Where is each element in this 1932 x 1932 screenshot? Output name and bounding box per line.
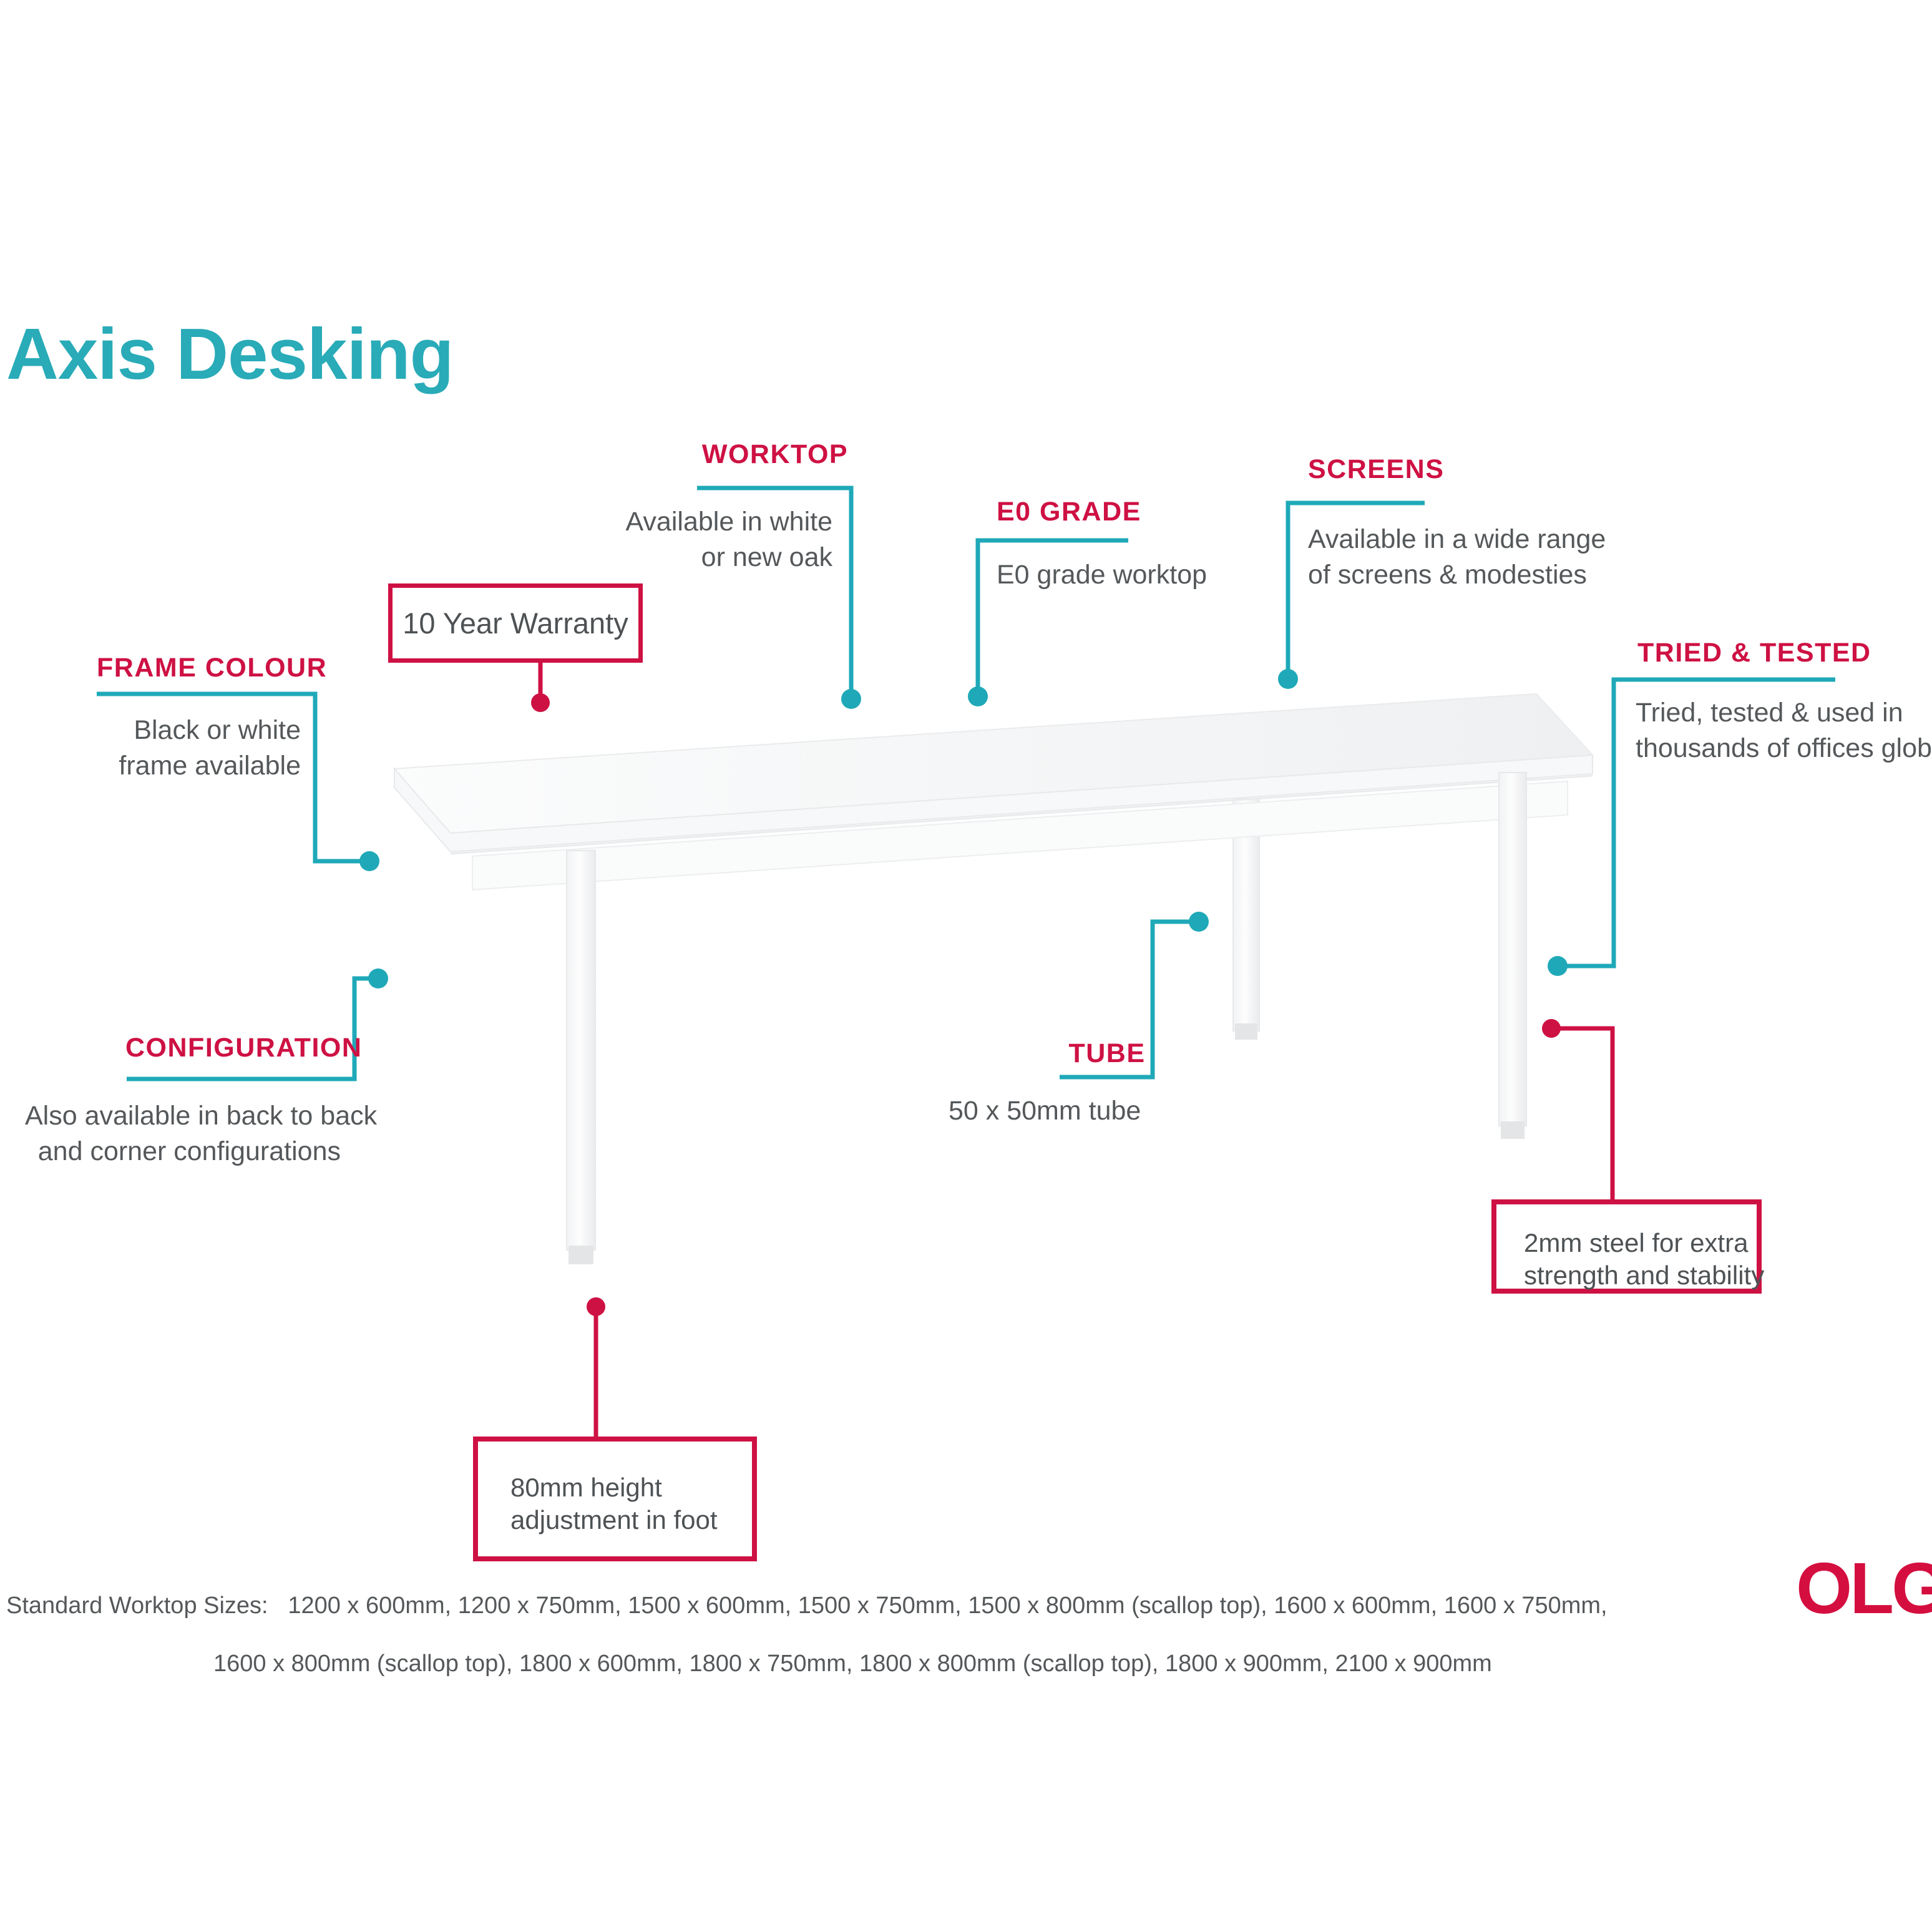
configuration-text-line2: and corner configurations (37, 1136, 341, 1166)
steel-box-line1: 2mm steel for extra (1524, 1228, 1749, 1257)
screens-connector-dot (1278, 669, 1298, 689)
worktop-sizes-line1: Standard Worktop Sizes: 1200 x 600mm, 12… (6, 1593, 1608, 1619)
steel-box-line2: strength and stability (1524, 1261, 1765, 1290)
e0-grade-callout-text: E0 grade worktop (997, 560, 1208, 590)
worktop-connector-dot (841, 689, 861, 709)
screens-text-line2: of screens & modesties (1308, 560, 1587, 590)
warranty-box: 10 Year Warranty (388, 583, 643, 663)
foot-box-line2: adjustment in foot (510, 1505, 718, 1534)
screens-callout-title: SCREENS (1308, 454, 1445, 484)
desk-leg-front-left (566, 850, 596, 1264)
tube-connector-dot (1189, 912, 1209, 932)
worktop-callout-text: Available in white or new oak (624, 504, 832, 575)
foot-connector-dot (587, 1297, 605, 1316)
frame-colour-callout-text: Black or white frame available (112, 713, 301, 784)
e0-grade-connector-dot (968, 686, 988, 706)
tried-tested-text-line2: thousands of offices globally (1636, 733, 1932, 763)
worktop-text-line2: or new oak (701, 542, 832, 572)
desk-worktop (393, 693, 1594, 853)
worktop-text-line1: Available in white (625, 507, 832, 537)
frame-colour-connector-dot (359, 851, 379, 871)
desk-apron (450, 774, 1593, 891)
tried-tested-callout-text: Tried, tested & used in thousands of off… (1636, 695, 1932, 766)
worktop-callout-title: WORKTOP (701, 439, 849, 469)
frame-colour-text-line1: Black or white (134, 715, 301, 745)
desk-leg-back-left (1232, 798, 1260, 1040)
foot-box-line1: 80mm height (510, 1473, 662, 1502)
steel-connector-line (1555, 1026, 1615, 1202)
configuration-callout-text: Also available in back to back and corne… (25, 1098, 378, 1169)
tried-tested-callout-title: TRIED & TESTED (1637, 638, 1871, 668)
tube-callout-text: 50 x 50mm tube (949, 1096, 1141, 1126)
foot-box: 80mm height adjustment in foot (473, 1437, 757, 1561)
screens-text-line1: Available in a wide range (1308, 524, 1606, 554)
warranty-box-text: 10 Year Warranty (402, 607, 628, 640)
tried-tested-connector-dot (1548, 956, 1568, 976)
olg-logo: OLG (1796, 1548, 1932, 1629)
frame-colour-text-line2: frame available (119, 751, 301, 781)
worktop-sizes-label: Standard Worktop Sizes: (6, 1593, 268, 1619)
steel-box: 2mm steel for extra strength and stabili… (1491, 1199, 1765, 1294)
configuration-callout-title: CONFIGURATION (125, 1033, 363, 1063)
worktop-sizes-values-line1: 1200 x 600mm, 1200 x 750mm, 1500 x 600mm… (288, 1593, 1608, 1619)
configuration-connector-line (127, 976, 373, 1081)
steel-connector-dot (1542, 1019, 1561, 1038)
warranty-connector-dot (531, 693, 550, 712)
page-title: Axis Desking (6, 313, 454, 394)
tried-tested-text-line1: Tried, tested & used in (1636, 698, 1903, 728)
frame-colour-callout-title: FRAME COLOUR (97, 653, 328, 683)
configuration-connector-dot (368, 968, 388, 988)
worktop-sizes-values-line2: 1600 x 800mm (scallop top), 1800 x 600mm… (213, 1651, 1492, 1677)
screens-callout-text: Available in a wide range of screens & m… (1308, 522, 1606, 593)
configuration-text-line1: Also available in back to back (25, 1101, 378, 1131)
e0-grade-callout-title: E0 GRADE (997, 497, 1141, 527)
tube-callout-title: TUBE (1068, 1038, 1146, 1068)
desk-leg-front-right (1498, 772, 1527, 1139)
